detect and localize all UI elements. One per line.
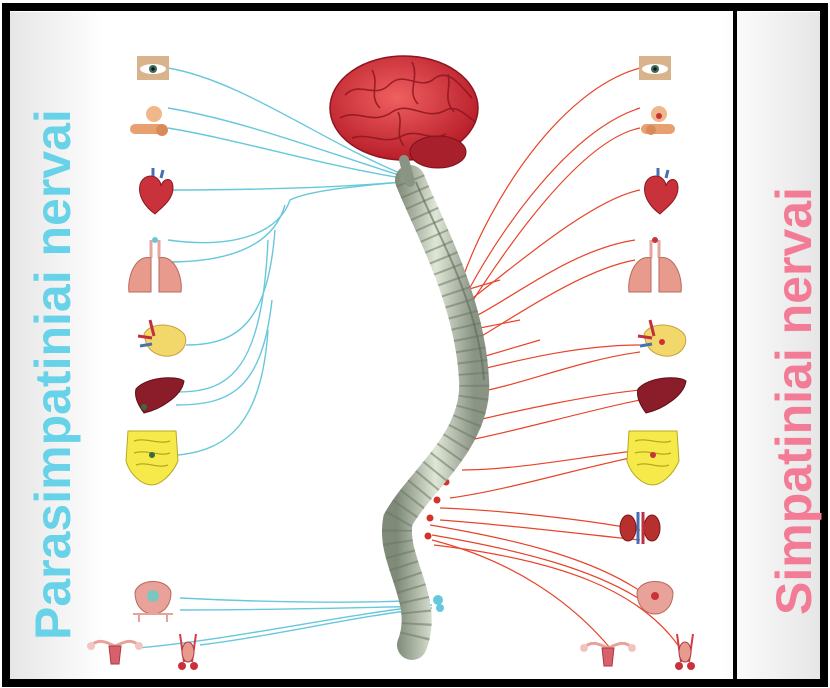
eye-icon bbox=[137, 56, 169, 80]
sympathetic-title: Simpatiniai nervai bbox=[769, 187, 819, 615]
parasympathetic-title: Parasimpatiniai nervai bbox=[28, 109, 78, 640]
eye-icon bbox=[639, 56, 671, 80]
